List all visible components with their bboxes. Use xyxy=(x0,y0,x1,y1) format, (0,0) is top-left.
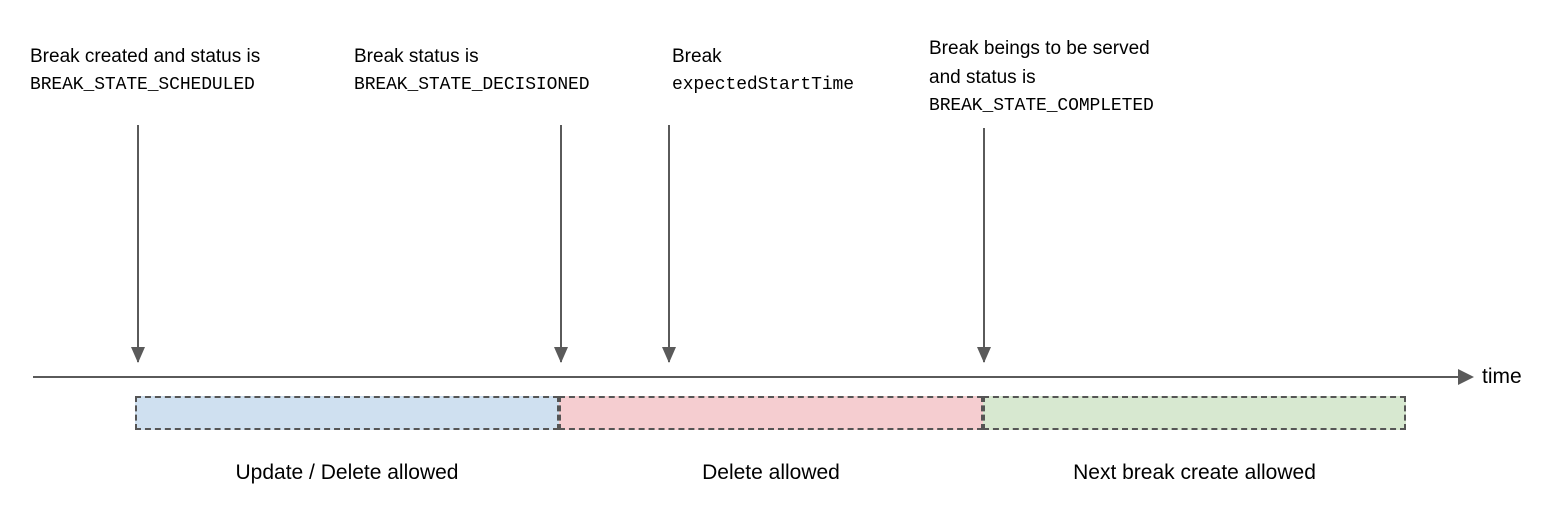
annotation-expected-start-time: Break expectedStartTime xyxy=(672,42,854,100)
phase-caption-decisioned: Delete allowed xyxy=(702,461,840,484)
annotation-completed-line2: and status is xyxy=(929,67,1036,88)
annotation-expected-start-time-line2: expectedStartTime xyxy=(672,75,854,95)
annotation-completed-line3: BREAK_STATE_COMPLETED xyxy=(929,96,1154,116)
annotation-decisioned: Break status is BREAK_STATE_DECISIONED xyxy=(354,42,590,100)
arrow-right-icon xyxy=(1458,369,1474,385)
annotation-scheduled: Break created and status is BREAK_STATE_… xyxy=(30,42,260,100)
arrow-stem xyxy=(560,125,562,362)
annotation-scheduled-line2: BREAK_STATE_SCHEDULED xyxy=(30,75,255,95)
arrow-head xyxy=(662,347,676,363)
arrow-down-icon-scheduled xyxy=(130,125,146,363)
arrow-head xyxy=(554,347,568,363)
arrow-down-icon-expected-start-time xyxy=(661,125,677,363)
annotation-decisioned-line2: BREAK_STATE_DECISIONED xyxy=(354,75,590,95)
annotation-expected-start-time-line1: Break xyxy=(672,46,722,67)
arrow-down-icon-completed xyxy=(976,128,992,363)
time-axis xyxy=(33,369,1474,385)
annotation-completed-line1: Break beings to be served xyxy=(929,38,1150,59)
phase-bar-scheduled xyxy=(135,396,559,430)
arrow-stem xyxy=(668,125,670,362)
arrow-head xyxy=(131,347,145,363)
arrow-down-icon-decisioned xyxy=(553,125,569,363)
phase-bar-decisioned xyxy=(559,396,983,430)
phase-caption-scheduled: Update / Delete allowed xyxy=(235,461,459,484)
phase-caption-completed: Next break create allowed xyxy=(1073,461,1316,484)
annotation-scheduled-line1: Break created and status is xyxy=(30,46,261,67)
arrow-stem xyxy=(137,125,139,362)
time-axis-line xyxy=(33,376,1460,378)
time-axis-label: time xyxy=(1482,365,1522,388)
arrow-head xyxy=(977,347,991,363)
arrow-stem xyxy=(983,128,985,362)
annotation-completed: Break beings to be served and status is … xyxy=(929,34,1154,121)
phase-bar-completed xyxy=(983,396,1406,430)
annotation-decisioned-line1: Break status is xyxy=(354,46,479,67)
